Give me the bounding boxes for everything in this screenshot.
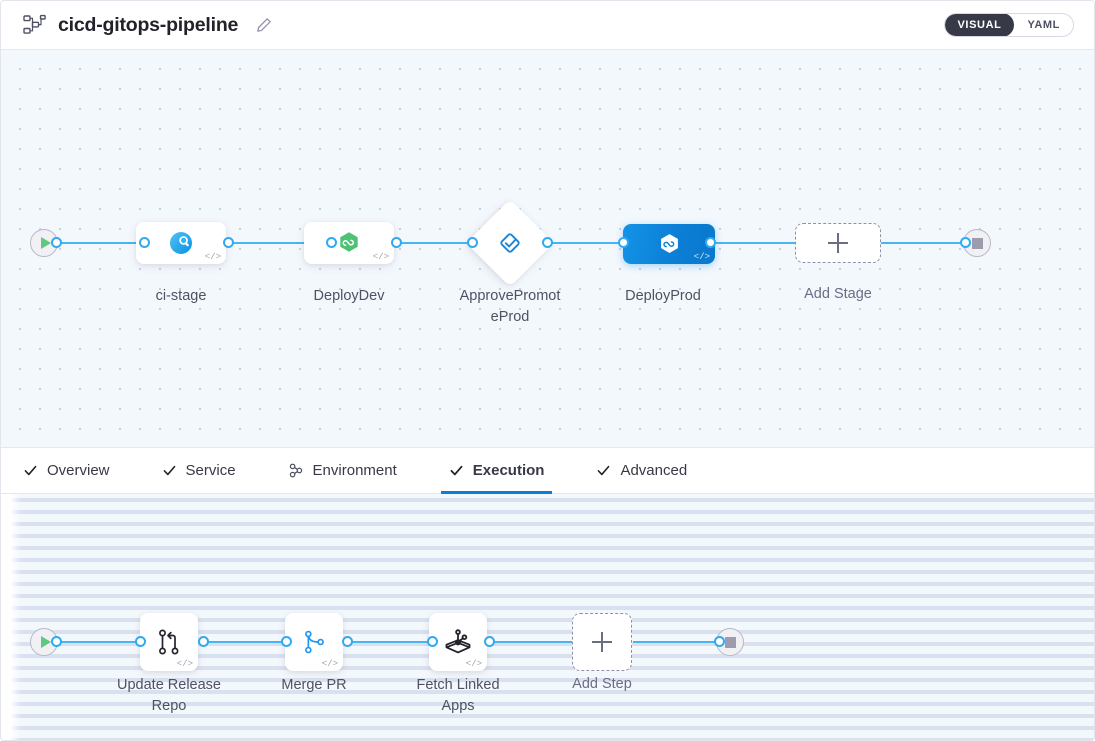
toggle-visual[interactable]: VISUAL: [944, 14, 1015, 36]
pencil-icon[interactable]: [256, 17, 272, 33]
stage-node-deployprod[interactable]: </>: [623, 224, 715, 264]
tab-label: Overview: [47, 462, 110, 479]
connector-ci-to-deploydev: [226, 242, 331, 244]
add-step-label: Add Step: [572, 676, 632, 692]
tab-overview[interactable]: Overview: [23, 448, 136, 493]
argo-cd-icon: [445, 629, 471, 654]
template-badge: </>: [372, 252, 389, 262]
check-icon: [162, 463, 177, 478]
port-deployprod-out: [705, 237, 716, 248]
harness-cd-hexagon-icon: [660, 233, 678, 253]
view-mode-toggle[interactable]: VISUAL YAML: [943, 13, 1074, 37]
template-badge: </>: [176, 659, 193, 669]
plus-icon: [592, 632, 612, 652]
header-left-group: cicd-gitops-pipeline: [23, 14, 272, 37]
template-badge: </>: [321, 659, 338, 669]
port-update-in: [135, 636, 146, 647]
play-icon: [40, 636, 51, 648]
connector-start-to-update: [56, 641, 144, 643]
tab-execution[interactable]: Execution: [440, 448, 571, 494]
toggle-yaml[interactable]: YAML: [1027, 19, 1060, 31]
port-merge-out: [342, 636, 353, 647]
stage-label-ci-stage: ci-stage: [155, 288, 207, 304]
step-node-merge-pr[interactable]: </>: [285, 613, 343, 671]
stage-node-approve-promote-prod[interactable]: [466, 199, 554, 287]
connector-merge-to-fetch: [345, 641, 431, 643]
check-icon: [596, 463, 611, 478]
harness-ci-icon: [170, 232, 192, 254]
tab-environment[interactable]: Environment: [288, 448, 423, 493]
port-approve-in: [467, 237, 478, 248]
add-step-button[interactable]: [572, 613, 632, 671]
infrastructure-icon: [288, 463, 304, 479]
pipeline-icon: [23, 14, 47, 36]
connector-approve-to-deployprod: [546, 242, 636, 244]
header-right-group: VISUAL YAML: [943, 13, 1074, 37]
port-fetch-in: [427, 636, 438, 647]
stage-label-deployprod: DeployProd: [625, 288, 701, 304]
connector-fetch-to-addstep: [487, 641, 573, 643]
template-badge: </>: [204, 252, 221, 262]
add-stage-label: Add Stage: [804, 286, 872, 302]
port-merge-in: [281, 636, 292, 647]
stage-label-deploydev: DeployDev: [313, 288, 385, 304]
connector-addstep-to-end: [633, 641, 723, 643]
git-branch-update-icon: [159, 629, 179, 655]
check-icon: [23, 463, 38, 478]
connector-deployprod-to-addstage: [708, 242, 803, 244]
port-start-out: [51, 237, 62, 248]
port-fetch-out: [484, 636, 495, 647]
connector-addstage-to-end: [873, 242, 973, 244]
port-deployprod-in: [618, 237, 629, 248]
connector-deploydev-to-approve: [394, 242, 479, 244]
stage-node-deploydev[interactable]: </>: [304, 222, 394, 264]
approval-icon-wrap: [495, 228, 525, 258]
page-title: cicd-gitops-pipeline: [58, 13, 239, 36]
tab-label: Execution: [472, 462, 545, 479]
stop-icon: [724, 636, 736, 648]
port-approve-out: [542, 237, 553, 248]
pipeline-header: cicd-gitops-pipeline VISUAL YAML: [1, 1, 1094, 50]
step-label-merge-pr: Merge PR: [281, 677, 347, 693]
port-deploydev-in: [326, 237, 337, 248]
git-merge-icon: [305, 630, 324, 654]
connector-update-to-merge: [201, 641, 287, 643]
stage-flow: </> ci-stage </> DeployDev: [1, 50, 1094, 447]
template-badge: </>: [693, 252, 710, 262]
port-deploydev-out: [391, 237, 402, 248]
template-badge: </>: [465, 659, 482, 669]
stage-canvas[interactable]: </> ci-stage </> DeployDev: [1, 50, 1094, 447]
step-node-fetch-linked-apps[interactable]: </>: [429, 613, 487, 671]
pipeline-end-node[interactable]: [963, 229, 991, 257]
port-exec-start-out: [51, 636, 62, 647]
port-exec-end-in: [714, 636, 725, 647]
tab-service[interactable]: Service: [162, 448, 262, 493]
connector-start-to-ci: [56, 242, 144, 244]
stage-tabs: Overview Service Environment: [1, 447, 1094, 494]
harness-cd-hexagon-icon: [340, 232, 358, 252]
step-node-update-release-repo[interactable]: </>: [140, 613, 198, 671]
add-stage-button[interactable]: [795, 223, 881, 263]
tab-label: Service: [185, 462, 236, 479]
port-end-in: [960, 237, 971, 248]
tab-label: Advanced: [620, 462, 688, 479]
plus-icon: [828, 233, 848, 253]
play-icon: [40, 237, 51, 249]
port-ci-in: [139, 237, 150, 248]
tab-advanced[interactable]: Advanced: [596, 448, 713, 493]
port-ci-out: [223, 237, 234, 248]
approval-check-icon: [500, 233, 520, 253]
tab-label: Environment: [312, 462, 397, 479]
stop-icon: [971, 237, 983, 249]
stage-node-ci-stage[interactable]: </>: [136, 222, 226, 264]
check-icon: [449, 463, 464, 478]
port-update-out: [198, 636, 209, 647]
